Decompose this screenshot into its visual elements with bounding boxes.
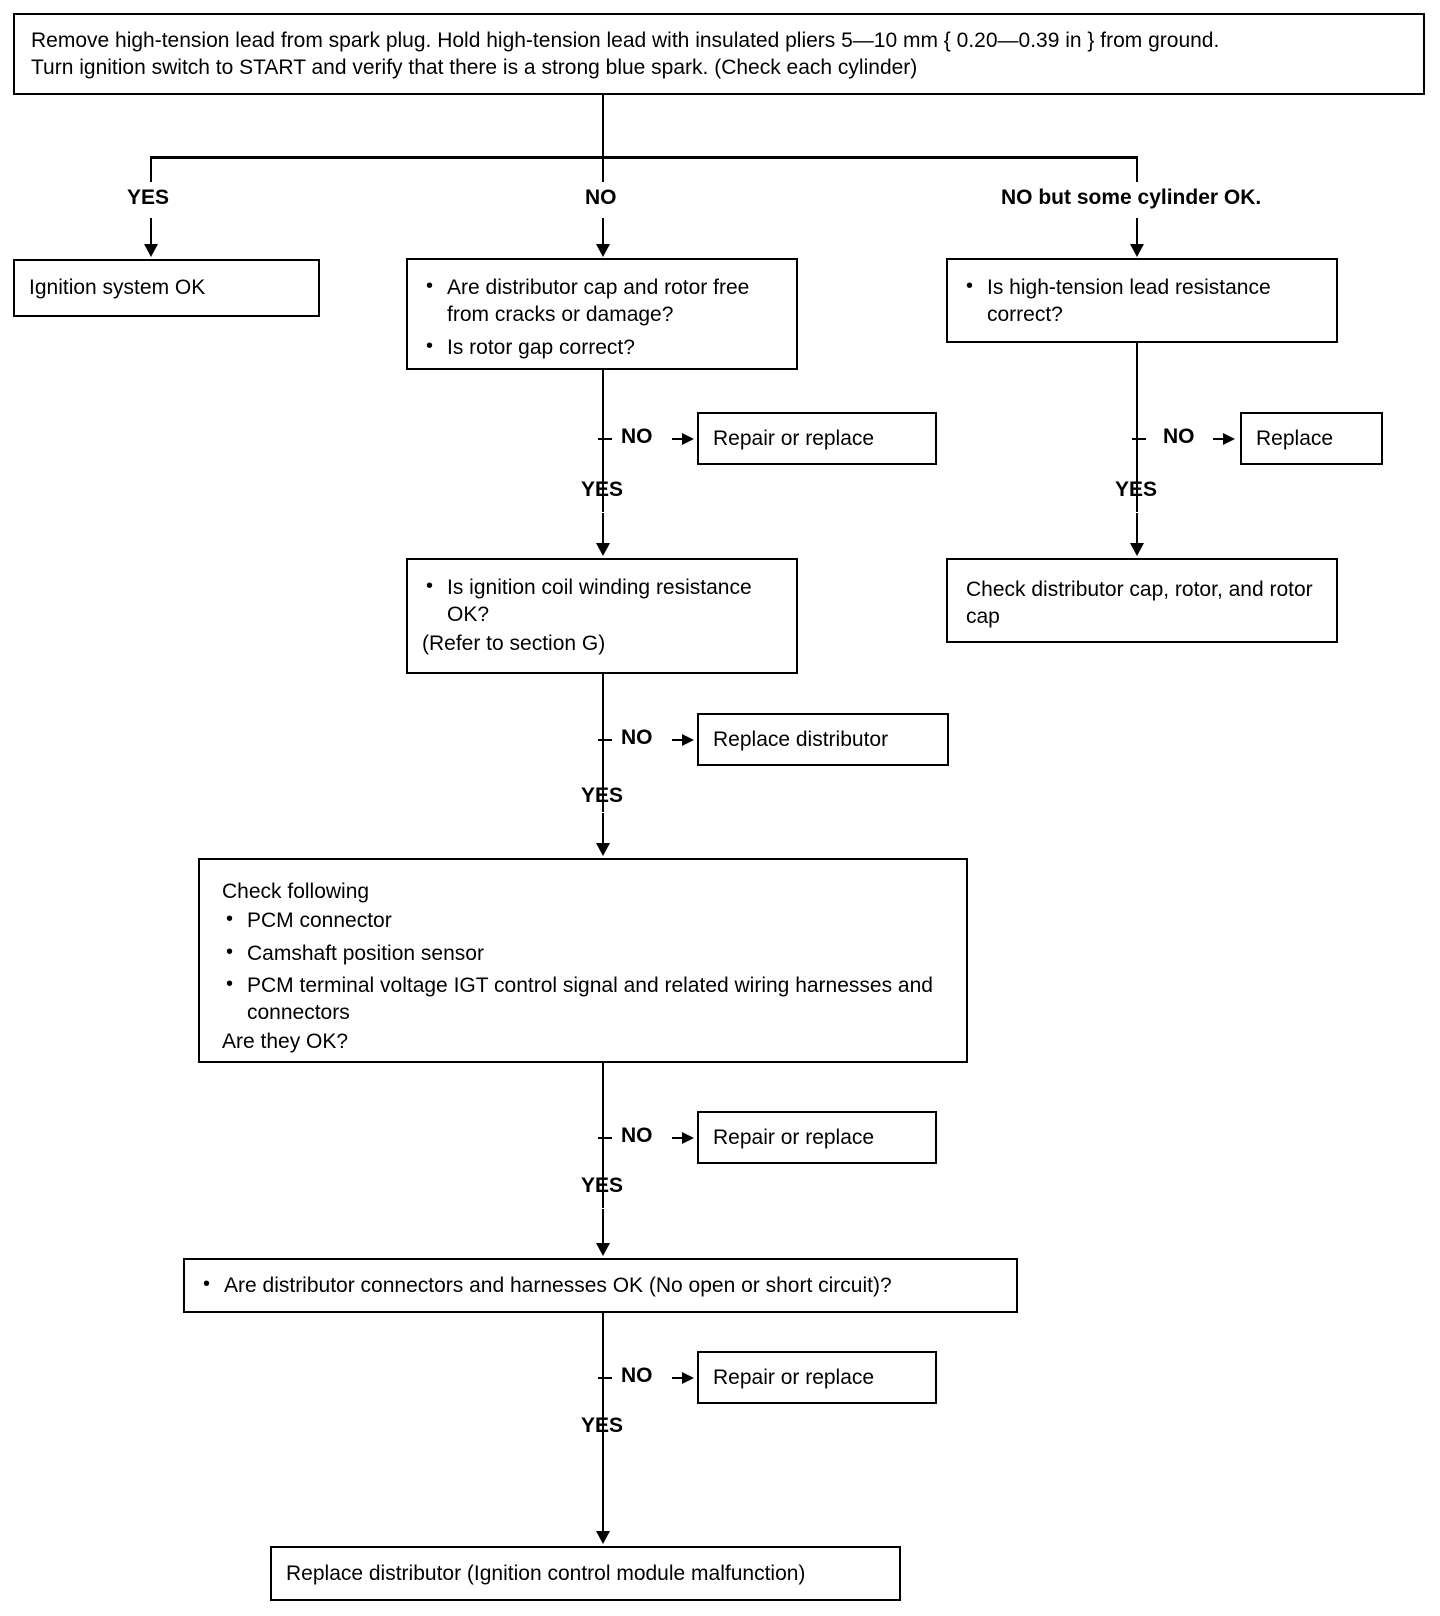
- right-result-box: Check distributor cap, rotor, and rotor …: [946, 558, 1338, 643]
- right-result-label: Check distributor cap, rotor, and rotor …: [966, 578, 1313, 629]
- center-q4-yes-label: YES: [581, 1414, 624, 1437]
- center-q4-no-result-label: Repair or replace: [713, 1365, 875, 1389]
- center-q4-no-connector: [672, 1377, 686, 1379]
- center-q1-no-result-box: Repair or replace: [697, 412, 937, 465]
- no-some-cylinder-branch-line-lower: [1136, 218, 1138, 246]
- center-q4-no-tick: [598, 1377, 612, 1379]
- start-instruction-line2: Turn ignition switch to START and verify…: [31, 56, 918, 80]
- yes-branch-line-lower: [150, 218, 152, 246]
- right-q1-no-tick: [1132, 438, 1146, 440]
- center-q4-no-label: NO: [621, 1364, 653, 1387]
- center-q3-bullet-3: PCM terminal voltage IGT control signal …: [222, 971, 944, 1027]
- center-q4-bullet-1: Are distributor connectors and harnesses…: [199, 1271, 892, 1299]
- center-q3-no-label: NO: [621, 1124, 653, 1147]
- center-q3-no-connector: [672, 1137, 686, 1139]
- center-q3-no-arrow-icon: [682, 1132, 694, 1144]
- center-q1-yes-label: YES: [581, 478, 624, 501]
- center-q3-no-result-label: Repair or replace: [713, 1125, 875, 1149]
- start-instruction-line1: Remove high-tension lead from spark plug…: [31, 29, 1220, 52]
- right-q1-no-result-box: Replace: [1240, 412, 1383, 465]
- center-q3-no-tick: [598, 1137, 612, 1139]
- center-q4-down-line: [602, 1313, 604, 1455]
- center-q3-yes-label: YES: [581, 1174, 624, 1197]
- center-q1-bullet-1: Are distributor cap and rotor free from …: [422, 273, 782, 329]
- center-q2-no-connector: [672, 739, 686, 741]
- center-q1-bullet-2: Is rotor gap correct?: [422, 333, 782, 361]
- center-q3-heading: Check following: [222, 880, 370, 903]
- right-q1-no-connector: [1213, 438, 1227, 440]
- center-q2-yes-line: [602, 813, 604, 845]
- center-q1-down-line: [602, 370, 604, 512]
- center-q3-bullet-1: PCM connector: [222, 906, 944, 934]
- center-q2-box: Is ignition coil winding resistance OK? …: [406, 558, 798, 674]
- no-some-cylinder-branch-line: [1136, 156, 1138, 182]
- center-q3-down-line: [602, 1063, 604, 1208]
- center-q1-no-arrow-icon: [682, 433, 694, 445]
- center-q2-note: (Refer to section G): [422, 631, 606, 655]
- center-q1-no-connector: [672, 438, 686, 440]
- center-q2-no-arrow-icon: [682, 734, 694, 746]
- right-q1-yes-line: [1136, 513, 1138, 545]
- center-q2-no-tick: [598, 739, 612, 741]
- center-q3-bullet-2: Camshaft position sensor: [222, 939, 944, 967]
- center-q1-box: Are distributor cap and rotor free from …: [406, 258, 798, 370]
- center-q3-yes-line: [602, 1209, 604, 1245]
- right-q1-yes-label: YES: [1115, 478, 1158, 501]
- center-q2-bullet-1: Is ignition coil winding resistance OK?: [422, 573, 782, 629]
- no-branch-line-lower: [602, 218, 604, 246]
- branch-label-no: NO: [585, 186, 617, 209]
- center-q1-no-result-label: Repair or replace: [713, 426, 875, 450]
- center-q4-no-result-box: Repair or replace: [697, 1351, 937, 1404]
- center-q4-no-arrow-icon: [682, 1372, 694, 1384]
- no-branch-arrow-icon: [596, 244, 610, 257]
- no-some-cylinder-branch-arrow-icon: [1130, 244, 1144, 257]
- right-q1-down-line: [1136, 343, 1138, 512]
- center-q2-yes-arrow-icon: [596, 843, 610, 856]
- center-q2-no-result-box: Replace distributor: [697, 713, 949, 766]
- center-q2-no-label: NO: [621, 726, 653, 749]
- ignition-system-ok-box: Ignition system OK: [13, 259, 320, 317]
- center-q4-yes-arrow-icon: [596, 1531, 610, 1544]
- center-q3-box: Check following PCM connector Camshaft p…: [198, 858, 968, 1063]
- center-q1-no-tick: [598, 438, 612, 440]
- center-q1-no-label: NO: [621, 425, 653, 448]
- start-box-stem: [602, 95, 604, 157]
- right-q1-yes-arrow-icon: [1130, 543, 1144, 556]
- center-q4-box: Are distributor connectors and harnesses…: [183, 1258, 1018, 1313]
- center-q1-yes-arrow-icon: [596, 543, 610, 556]
- right-q1-no-label: NO: [1163, 425, 1195, 448]
- center-q2-no-result-label: Replace distributor: [713, 727, 889, 751]
- center-q3-yes-arrow-icon: [596, 1243, 610, 1256]
- center-q1-yes-line: [602, 513, 604, 545]
- final-replace-distributor-label: Replace distributor (Ignition control mo…: [286, 1561, 806, 1585]
- center-q4-yes-line: [602, 1449, 604, 1533]
- center-q2-yes-label: YES: [581, 784, 624, 807]
- yes-branch-arrow-icon: [144, 244, 158, 257]
- center-q3-no-result-box: Repair or replace: [697, 1111, 937, 1164]
- center-q2-down-line: [602, 674, 604, 812]
- center-q3-question: Are they OK?: [222, 1030, 349, 1054]
- branch-distribution-bar: [150, 156, 1138, 159]
- right-q1-no-arrow-icon: [1223, 433, 1235, 445]
- ignition-system-ok-label: Ignition system OK: [29, 276, 206, 300]
- start-instruction-box: Remove high-tension lead from spark plug…: [13, 13, 1425, 95]
- right-q1-no-result-label: Replace: [1256, 426, 1334, 450]
- final-replace-distributor-box: Replace distributor (Ignition control mo…: [270, 1546, 901, 1601]
- right-q1-bullet-1: Is high-tension lead resistance correct?: [962, 273, 1322, 329]
- branch-label-yes: YES: [127, 186, 170, 209]
- branch-label-no-some-cylinder: NO but some cylinder OK.: [1001, 186, 1262, 209]
- no-branch-line: [602, 156, 604, 182]
- right-q1-box: Is high-tension lead resistance correct?: [946, 258, 1338, 343]
- yes-branch-line: [150, 156, 152, 182]
